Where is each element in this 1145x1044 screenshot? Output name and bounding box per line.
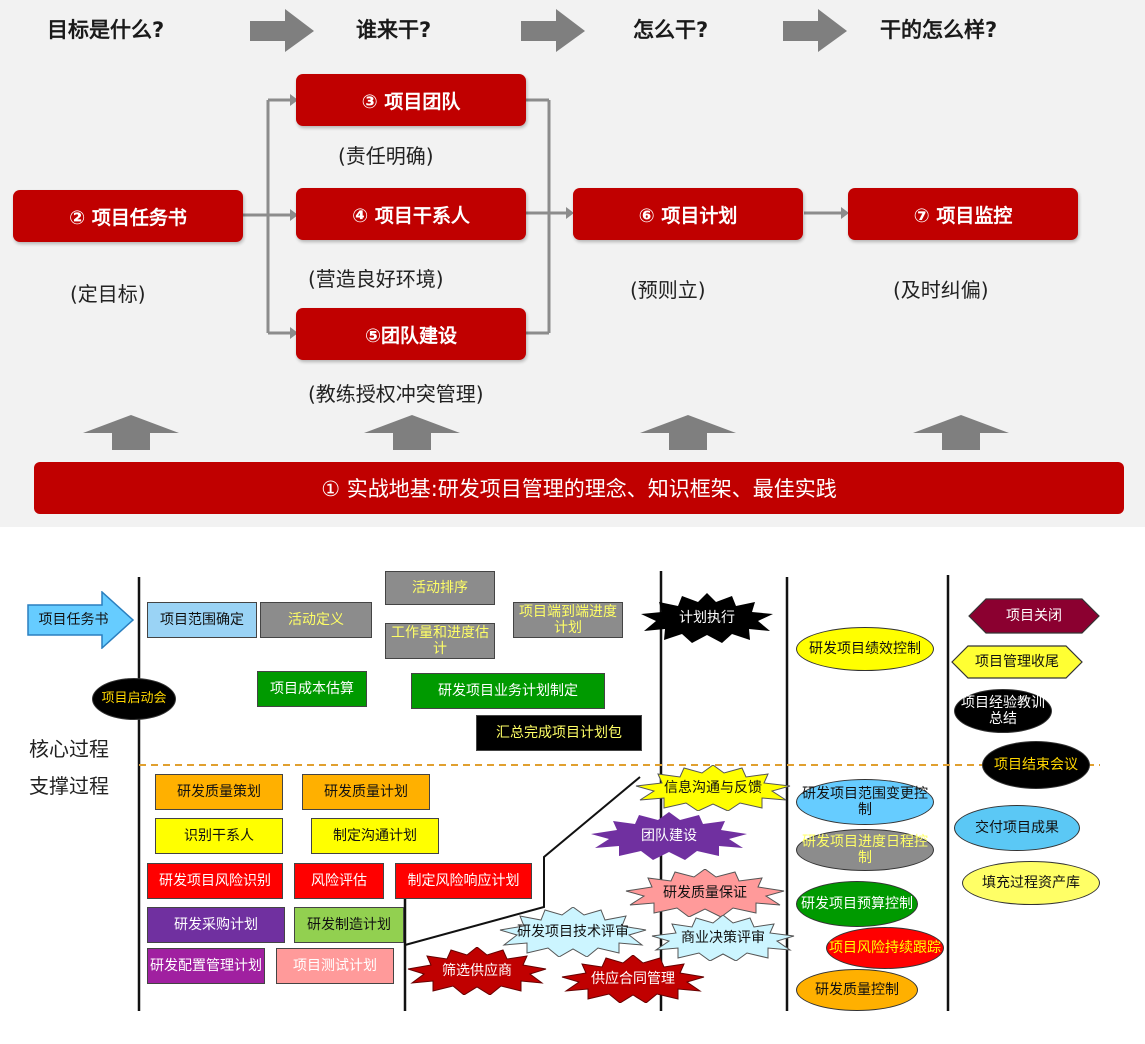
node-supplier-select: 筛选供应商 (406, 947, 548, 995)
node-lessons: 项目经验教训总结 (954, 689, 1052, 733)
node-config-plan: 研发配置管理计划 (147, 948, 265, 984)
top-flow-section: 目标是什么? 谁来干? 怎么干? 干的怎么样? (0, 0, 1145, 527)
node-kickoff: 项目启动会 (92, 678, 176, 720)
node-quality-plan: 研发质量计划 (302, 774, 430, 810)
up-arrow-2 (364, 415, 460, 450)
node-deliver: 交付项目成果 (954, 805, 1080, 851)
box-project-monitor: ⑦ 项目监控 (848, 188, 1078, 240)
node-tech-review: 研发项目技术评审 (498, 907, 648, 957)
node-perf-control: 研发项目绩效控制 (796, 627, 934, 671)
node-info-comm: 信息沟通与反馈 (634, 765, 792, 811)
box-stakeholders: ④ 项目干系人 (296, 188, 526, 240)
sub-responsibility: (责任明确) (338, 144, 434, 168)
node-assets: 填充过程资产库 (962, 861, 1100, 905)
node-risk-response: 制定风险响应计划 (395, 863, 532, 899)
label-core-process: 核心过程 (29, 737, 109, 761)
foundation-bar: ① 实战地基:研发项目管理的理念、知识框架、最佳实践 (34, 462, 1124, 514)
sub-coaching: (教练授权冲突管理) (308, 382, 484, 406)
header-result: 干的怎么样? (880, 18, 998, 42)
header-arrow-3 (783, 9, 847, 52)
process-map-section: 核心过程 支撑过程 项目任务书 项目启动会 项目范围确定 活动定义 活动排序 工… (0, 527, 1145, 1044)
node-risk-id: 研发项目风险识别 (147, 863, 283, 899)
node-scope-change: 研发项目范围变更控制 (796, 779, 934, 825)
node-mfg-plan: 研发制造计划 (294, 907, 404, 943)
node-e2e-schedule: 项目端到端进度计划 (513, 602, 623, 638)
header-how: 怎么干? (633, 18, 709, 42)
node-biz-review: 商业决策评审 (650, 915, 796, 961)
box-project-team: ③ 项目团队 (296, 74, 526, 126)
node-plan-exec: 计划执行 (640, 593, 774, 643)
top-connectors (83, 9, 1009, 450)
node-procure-plan: 研发采购计划 (147, 907, 285, 943)
header-arrow-2 (521, 9, 585, 52)
node-qa: 研发质量保证 (624, 869, 786, 917)
node-budget-control: 研发项目预算控制 (796, 881, 918, 927)
node-close: 项目关闭 (968, 598, 1100, 634)
node-charter: 项目任务书 (27, 591, 134, 649)
sub-plan-first: (预则立) (630, 278, 706, 302)
node-stakeholder-id: 识别干系人 (155, 818, 283, 854)
node-quality-control: 研发质量控制 (796, 969, 918, 1011)
box-project-plan: ⑥ 项目计划 (573, 188, 803, 240)
node-cost-estimate: 项目成本估算 (257, 671, 367, 707)
node-activity-sequence: 活动排序 (385, 571, 495, 605)
box-project-charter: ② 项目任务书 (13, 190, 243, 242)
node-risk-assess: 风险评估 (294, 863, 384, 899)
label-support-process: 支撑过程 (29, 774, 109, 798)
node-wrapup: 项目管理收尾 (951, 645, 1083, 679)
node-scope-define: 项目范围确定 (147, 602, 257, 638)
up-arrow-1 (83, 415, 179, 450)
node-test-plan: 项目测试计划 (276, 948, 394, 984)
sub-correct: (及时纠偏) (893, 278, 989, 302)
node-quality-strategy: 研发质量策划 (155, 774, 283, 810)
sub-goal: (定目标) (70, 282, 146, 306)
up-arrow-3 (640, 415, 736, 450)
node-contract-mgmt: 供应合同管理 (560, 955, 706, 1003)
header-goal: 目标是什么? (47, 18, 165, 42)
node-comm-plan: 制定沟通计划 (311, 818, 439, 854)
sub-environment: (营造良好环境) (308, 267, 444, 291)
node-team-build: 团队建设 (589, 812, 749, 860)
header-who: 谁来干? (356, 18, 432, 42)
node-plan-package: 汇总完成项目计划包 (476, 715, 642, 751)
node-effort-estimate: 工作量和进度估计 (385, 623, 495, 659)
box-team-building: ⑤团队建设 (296, 308, 526, 360)
node-schedule-control: 研发项目进度日程控制 (796, 829, 934, 871)
node-close-meeting: 项目结束会议 (982, 741, 1090, 789)
header-arrow-1 (250, 9, 314, 52)
up-arrow-4 (913, 415, 1009, 450)
node-risk-track: 项目风险持续跟踪 (826, 927, 944, 969)
node-activity-define: 活动定义 (260, 602, 372, 638)
node-biz-plan: 研发项目业务计划制定 (411, 673, 605, 709)
